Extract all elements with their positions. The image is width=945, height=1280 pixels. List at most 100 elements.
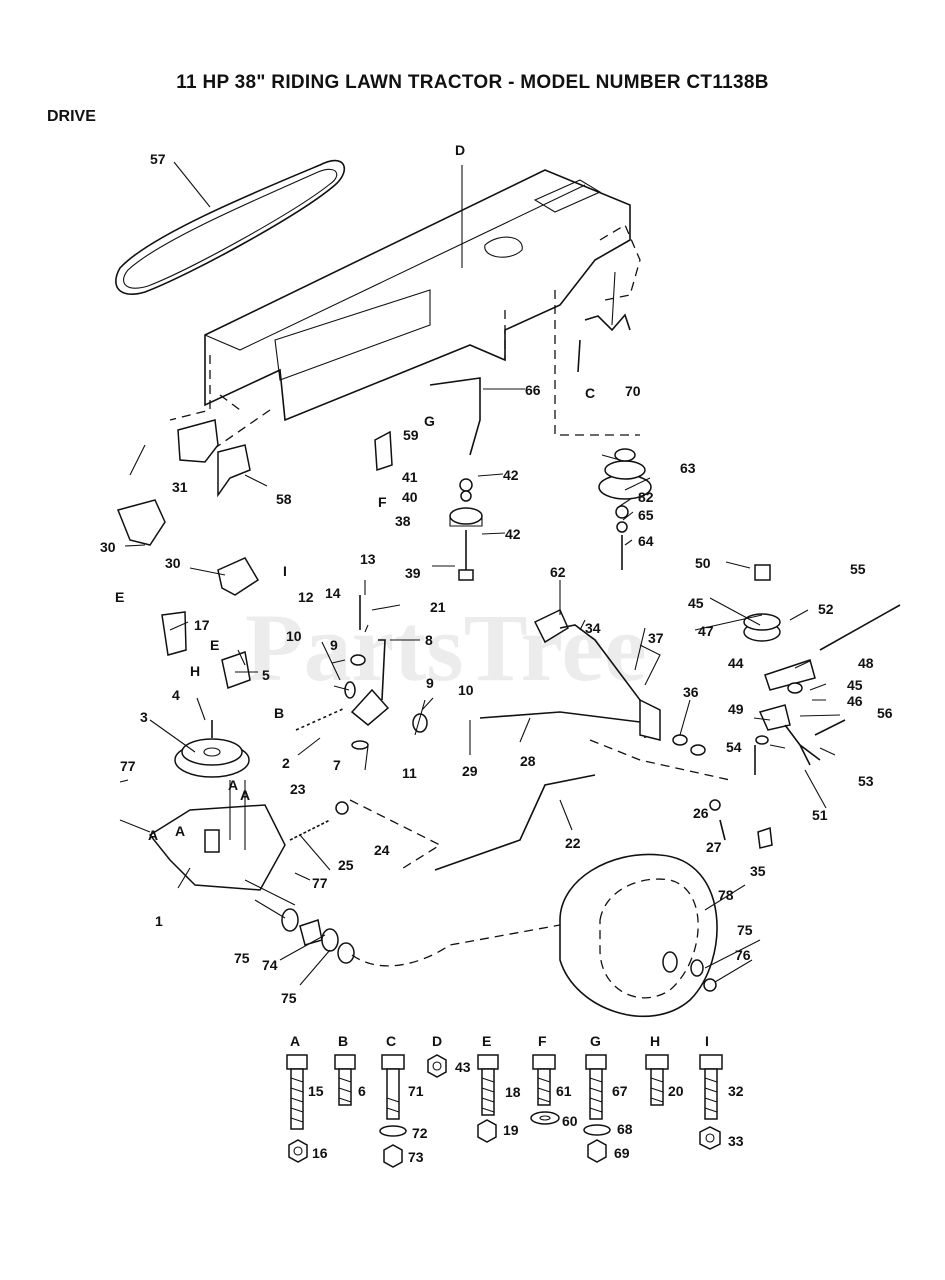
callout-48: 48 <box>858 655 874 671</box>
callout-78: 78 <box>718 887 734 903</box>
callout-35: 35 <box>750 863 766 879</box>
hardware-letter: H <box>650 1033 660 1049</box>
rod-part <box>479 711 641 723</box>
hardware-bolt-number: 6 <box>358 1083 366 1099</box>
callout-26: 26 <box>693 805 709 821</box>
hardware-bolt-number: 15 <box>308 1083 324 1099</box>
hardware-letter: A <box>290 1033 300 1049</box>
callout-numbers: 57 70 66 59 41 42 40 38 42 39 63 82 65 6… <box>100 151 893 1006</box>
callout-53: 53 <box>858 773 874 789</box>
callout-75: 75 <box>234 950 250 966</box>
hardware-letter: B <box>338 1033 348 1049</box>
page-title: 11 HP 38" RIDING LAWN TRACTOR - MODEL NU… <box>176 72 769 93</box>
callout-37: 37 <box>648 630 664 646</box>
ref-letter-f: F <box>378 494 387 510</box>
washer-part <box>337 942 355 964</box>
hardware-group-g: G 67 68 69 <box>583 1033 633 1163</box>
callout-10: 10 <box>458 682 474 698</box>
bracket-part <box>116 499 166 546</box>
ref-letter-a: A <box>240 787 250 803</box>
callout-75: 75 <box>281 990 297 1006</box>
callout-46: 46 <box>847 693 863 709</box>
hardware-letter: F <box>538 1033 547 1049</box>
callout-8: 8 <box>425 632 433 648</box>
callout-44: 44 <box>728 655 744 671</box>
nut-part <box>335 801 349 815</box>
engine-pulley-part <box>598 448 652 570</box>
hardware-bolt-number: 20 <box>668 1083 684 1099</box>
callout-30: 30 <box>165 555 181 571</box>
callout-23: 23 <box>290 781 306 797</box>
callout-56: 56 <box>877 705 893 721</box>
idler-pulley-part <box>449 478 483 581</box>
section-label: DRIVE <box>47 108 96 125</box>
rod-part <box>577 313 631 373</box>
callout-75: 75 <box>737 922 753 938</box>
bracket-part <box>177 419 251 498</box>
callout-62: 62 <box>550 564 566 580</box>
shift-lever-part <box>295 595 428 750</box>
axle-spacer-part <box>299 919 323 946</box>
bracket-part <box>161 611 187 656</box>
callout-64: 64 <box>638 533 654 549</box>
callout-10: 10 <box>286 628 302 644</box>
callout-52: 52 <box>818 601 834 617</box>
rod-part <box>429 377 481 456</box>
hardware-group-e: E 18 19 <box>477 1033 521 1143</box>
callout-77: 77 <box>120 758 136 774</box>
hardware-nut-number: 16 <box>312 1145 328 1161</box>
ref-letter-a: A <box>148 827 158 843</box>
callout-34: 34 <box>585 620 601 636</box>
callout-24: 24 <box>374 842 390 858</box>
callout-39: 39 <box>405 565 421 581</box>
callout-55: 55 <box>850 561 866 577</box>
callout-76: 76 <box>735 947 751 963</box>
callout-57: 57 <box>150 151 166 167</box>
callout-40: 40 <box>402 489 418 505</box>
hardware-bolt-number: 61 <box>556 1083 572 1099</box>
hardware-nut-number: 73 <box>408 1149 424 1165</box>
tractor-frame-part <box>204 169 641 436</box>
callout-5: 5 <box>262 667 270 683</box>
callout-4: 4 <box>172 687 180 703</box>
hardware-letter: I <box>705 1033 709 1049</box>
pin-part <box>719 819 726 841</box>
callout-41: 41 <box>402 469 418 485</box>
callout-30: 30 <box>100 539 116 555</box>
hardware-washer-number: 60 <box>562 1113 578 1129</box>
callout-51: 51 <box>812 807 828 823</box>
ref-letter-d: D <box>455 142 465 158</box>
callout-7: 7 <box>333 757 341 773</box>
bracket-part <box>217 557 260 596</box>
callout-9: 9 <box>330 637 338 653</box>
callout-45: 45 <box>688 595 704 611</box>
callout-42: 42 <box>505 526 521 542</box>
ref-letter-g: G <box>424 413 435 429</box>
hardware-letter: D <box>432 1033 442 1049</box>
ref-letter-i: I <box>283 563 287 579</box>
hardware-letter: E <box>482 1033 491 1049</box>
callout-28: 28 <box>520 753 536 769</box>
callout-82: 82 <box>638 489 654 505</box>
bolt-part <box>709 799 721 811</box>
callout-1: 1 <box>155 913 163 929</box>
callout-9: 9 <box>426 675 434 691</box>
ref-letter-b: B <box>274 705 284 721</box>
hardware-group-d: D 43 <box>427 1033 471 1078</box>
callout-27: 27 <box>706 839 722 855</box>
callout-22: 22 <box>565 835 581 851</box>
callout-25: 25 <box>338 857 354 873</box>
rod-part <box>434 774 596 871</box>
ref-letter-a: A <box>228 777 238 793</box>
callout-77: 77 <box>312 875 328 891</box>
hardware-nut-number: 19 <box>503 1122 519 1138</box>
washer-part <box>321 928 339 952</box>
callout-65: 65 <box>638 507 654 523</box>
spring-part <box>289 819 331 841</box>
callout-47: 47 <box>698 623 714 639</box>
bracket-part <box>374 430 393 472</box>
hardware-legend: A 15 16 B 6 C 71 72 73 <box>286 1033 744 1168</box>
callout-63: 63 <box>680 460 696 476</box>
callout-50: 50 <box>695 555 711 571</box>
